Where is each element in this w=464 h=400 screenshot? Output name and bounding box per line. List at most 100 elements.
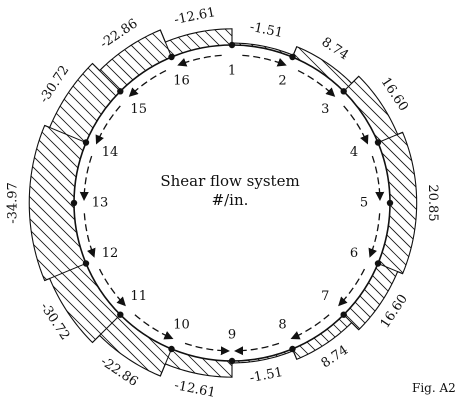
hatch-line — [29, 28, 322, 378]
node-dot — [386, 199, 394, 207]
node-dot — [70, 199, 78, 207]
hatch-line — [29, 28, 245, 378]
flow-arrow — [134, 314, 174, 340]
flow-arrow — [371, 155, 385, 201]
node-label: 14 — [102, 145, 119, 160]
band-step — [92, 314, 121, 343]
hatch-line — [29, 28, 311, 378]
node-dot — [228, 357, 236, 365]
node-dot — [340, 88, 347, 95]
hatch-line — [261, 28, 417, 378]
hatch-line — [29, 28, 377, 378]
hatch-line — [338, 28, 417, 378]
flow-arrow — [128, 69, 167, 97]
hatch-line — [52, 28, 417, 378]
band-step — [44, 263, 87, 282]
node-label: 15 — [130, 102, 147, 117]
segment-value-label: -22.86 — [98, 354, 141, 390]
hatch-line — [29, 28, 410, 378]
segment-value-label: -34.97 — [6, 182, 21, 224]
band-step — [377, 263, 403, 275]
hatch-line — [449, 0, 464, 400]
hatch-line — [29, 28, 168, 378]
node-label: 13 — [92, 196, 109, 211]
node-label: 6 — [350, 246, 358, 261]
diagram-units: #/in. — [212, 191, 249, 209]
node-dot — [117, 88, 124, 95]
flow-arrow — [290, 314, 330, 340]
flow-arrow — [343, 105, 369, 145]
flow-arrow — [184, 342, 230, 356]
hatch-line — [140, 28, 417, 378]
segment-value-label: -12.61 — [173, 5, 217, 28]
segment-value-label: 20.85 — [425, 184, 440, 221]
hatch-line — [29, 28, 201, 378]
hatch-line — [438, 0, 464, 400]
band-step — [377, 131, 403, 143]
flow-arrow — [242, 54, 287, 67]
node-dot — [289, 53, 296, 61]
node-dot — [168, 53, 175, 61]
hatch-line — [29, 28, 179, 378]
flow-arrow — [338, 268, 366, 307]
hatch-line — [250, 28, 417, 378]
node-label: 7 — [321, 289, 329, 304]
segment-value-label: 8.74 — [319, 35, 351, 64]
segment-value-label: -1.51 — [248, 365, 284, 386]
hatch-line — [107, 28, 417, 378]
segment-value-label: 16.60 — [378, 292, 411, 331]
hatch-line — [460, 0, 464, 400]
band-step — [92, 63, 121, 92]
flow-arrow — [95, 105, 121, 145]
segment-value-label: -30.72 — [37, 300, 73, 343]
hatch-line — [29, 28, 190, 378]
segment-value-label: -12.61 — [173, 378, 217, 400]
node-label: 12 — [102, 246, 119, 261]
segment-value-label: -30.72 — [37, 63, 73, 106]
node-dot — [374, 139, 382, 146]
hatch-line — [151, 28, 417, 378]
band-step — [343, 75, 360, 92]
node-label: 2 — [278, 74, 286, 89]
node-label: 11 — [130, 289, 147, 304]
flow-arrow — [83, 213, 96, 258]
node-label: 5 — [360, 196, 368, 211]
node-label: 8 — [278, 318, 286, 333]
segment-value-label: 8.74 — [319, 343, 351, 372]
node-label: 16 — [173, 74, 190, 89]
band-step — [343, 314, 360, 331]
node-dot — [82, 260, 90, 267]
segment-value-label: -22.86 — [98, 16, 141, 52]
node-dot — [117, 311, 124, 318]
band-step — [44, 124, 87, 143]
node-dot — [289, 345, 296, 353]
node-label: 1 — [228, 64, 236, 79]
segment-value-label: -1.51 — [248, 20, 284, 41]
node-dot — [228, 41, 236, 49]
diagram-title: Shear flow system — [160, 172, 299, 190]
hatch-line — [162, 28, 417, 378]
node-dot — [374, 260, 382, 267]
hatch-line — [63, 28, 417, 378]
hatch-line — [29, 28, 234, 378]
node-label: 3 — [321, 102, 329, 117]
hatch-line — [29, 28, 300, 378]
hatch-line — [129, 28, 417, 378]
flow-arrow — [297, 69, 336, 97]
flow-arrow — [177, 54, 222, 67]
hatch-line — [29, 28, 146, 378]
flow-arrow — [79, 155, 93, 201]
flow-arrow — [368, 213, 381, 258]
hatch-line — [0, 0, 2, 400]
node-dot — [82, 139, 90, 146]
segment-value-label: 16.60 — [378, 75, 411, 114]
shear-flow-arrows — [79, 54, 385, 356]
hatch-line — [29, 28, 157, 378]
node-label: 10 — [173, 318, 190, 333]
hatch-line — [382, 28, 417, 378]
node-dot — [168, 345, 175, 353]
node-dot — [340, 311, 347, 318]
figure-caption: Fig. A2 — [412, 381, 456, 395]
band-step — [159, 348, 172, 377]
